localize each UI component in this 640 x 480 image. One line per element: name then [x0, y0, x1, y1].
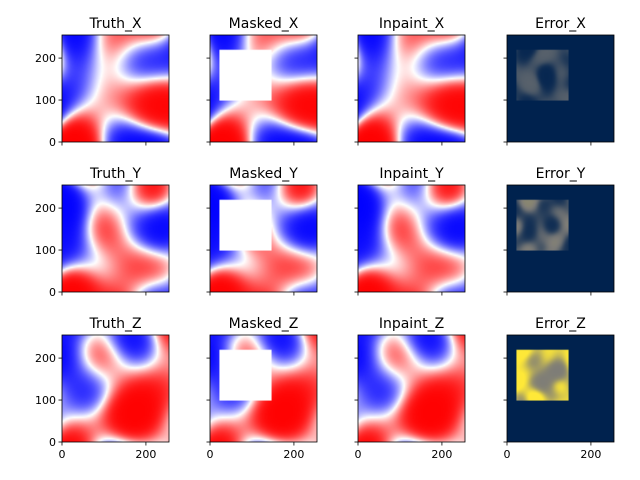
panel-title: Truth_X	[88, 16, 141, 32]
panel-title: Inpaint_Y	[379, 166, 444, 182]
x-tick-label: 0	[504, 448, 511, 461]
x-tick-label: 0	[59, 448, 66, 461]
heatmap-image	[62, 35, 169, 142]
panel-error-x: Error_X	[503, 16, 615, 146]
panel-truth-x: Truth_X 0 100 200	[35, 16, 170, 149]
panel-title: Masked_Y	[229, 166, 298, 182]
axes-frame	[357, 334, 466, 443]
axes-frame	[506, 334, 615, 443]
axes-frame	[209, 334, 318, 443]
panel-truth-y: Truth_Y 0 100 200	[35, 166, 170, 299]
axes-frame	[506, 34, 615, 143]
panel-inpaint-y: Inpaint_Y	[354, 166, 466, 296]
x-tick-label: 0	[355, 448, 362, 461]
heatmap-image	[210, 35, 317, 142]
y-tick-label: 200	[35, 52, 56, 65]
panel-inpaint-z: Inpaint_Z 0 200	[354, 316, 466, 461]
axes-frame	[506, 184, 615, 293]
panel-title: Inpaint_Z	[379, 316, 444, 332]
heatmap-image	[507, 35, 614, 142]
panel-truth-z: Truth_Z 0 100 200 0 200	[35, 316, 170, 461]
y-tick-label: 0	[49, 286, 56, 299]
panel-error-z: Error_Z 0 200	[503, 316, 615, 461]
y-tick-label: 100	[35, 244, 56, 257]
x-tick-label: 200	[431, 448, 452, 461]
y-tick-label: 0	[49, 436, 56, 449]
axes-frame	[209, 34, 318, 143]
panel-inpaint-x: Inpaint_X	[354, 16, 466, 146]
x-tick-label: 200	[580, 448, 601, 461]
panel-error-y: Error_Y	[503, 166, 615, 296]
y-tick-label: 200	[35, 202, 56, 215]
heatmap-image	[507, 185, 614, 292]
panel-title: Error_Y	[536, 166, 586, 182]
heatmap-image	[210, 185, 317, 292]
heatmap-image	[358, 335, 465, 442]
panel-title: Masked_Z	[229, 316, 299, 332]
y-tick-label: 100	[35, 394, 56, 407]
y-tick-label: 0	[49, 136, 56, 149]
panel-title: Truth_Y	[89, 166, 141, 182]
axes-frame	[209, 184, 318, 293]
x-tick-label: 200	[283, 448, 304, 461]
heatmap-image	[210, 335, 317, 442]
panel-title: Masked_X	[229, 16, 299, 32]
panel-masked-x: Masked_X	[206, 16, 318, 146]
panel-masked-y: Masked_Y	[206, 166, 318, 296]
panel-title: Error_Z	[535, 316, 586, 332]
axes-frame	[61, 334, 170, 443]
x-tick-label: 200	[135, 448, 156, 461]
panel-title: Error_X	[535, 16, 586, 32]
axes-frame	[61, 184, 170, 293]
axes-frame	[357, 34, 466, 143]
heatmap-image	[358, 185, 465, 292]
heatmap-image	[62, 335, 169, 442]
axes-frame	[357, 184, 466, 293]
panel-masked-z: Masked_Z 0 200	[206, 316, 318, 461]
panel-title: Truth_Z	[88, 316, 141, 332]
axes-frame	[61, 34, 170, 143]
heatmap-image	[62, 185, 169, 292]
panel-title: Inpaint_X	[379, 16, 445, 32]
y-tick-label: 100	[35, 94, 56, 107]
y-tick-label: 200	[35, 352, 56, 365]
x-tick-label: 0	[207, 448, 214, 461]
heatmap-image	[507, 335, 614, 442]
heatmap-image	[358, 35, 465, 142]
